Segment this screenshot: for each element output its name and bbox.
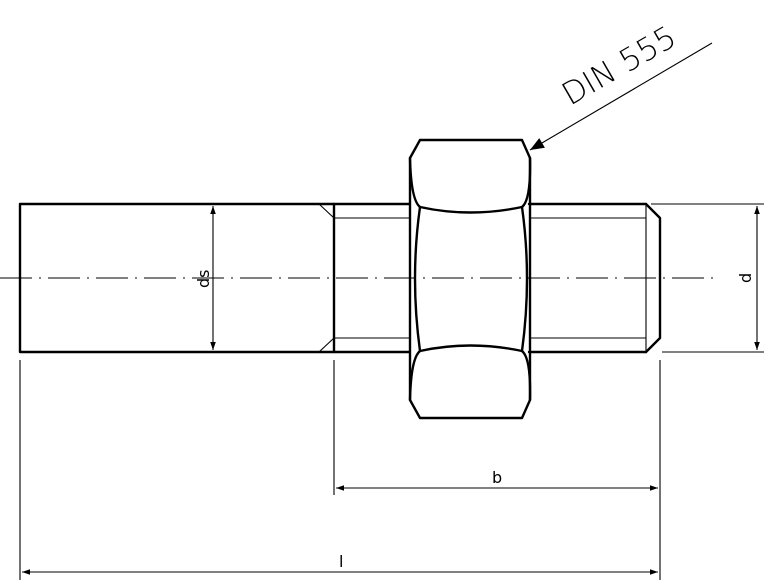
l-label: l [339,552,343,571]
extension-lines [19,360,661,580]
din-callout: DIN 555 [529,19,713,151]
d-label: d [736,273,755,283]
dim-l: l [22,552,658,575]
dim-d: d [651,203,764,353]
hex-nut [408,138,532,420]
stud-shank [18,202,336,354]
thread-runout [318,203,335,353]
dim-b: b [336,468,658,491]
ds-label: ds [194,270,213,289]
b-label: b [492,468,502,487]
threaded-section [332,202,662,354]
dim-ds: ds [194,206,216,350]
din-label: DIN 555 [556,19,682,113]
